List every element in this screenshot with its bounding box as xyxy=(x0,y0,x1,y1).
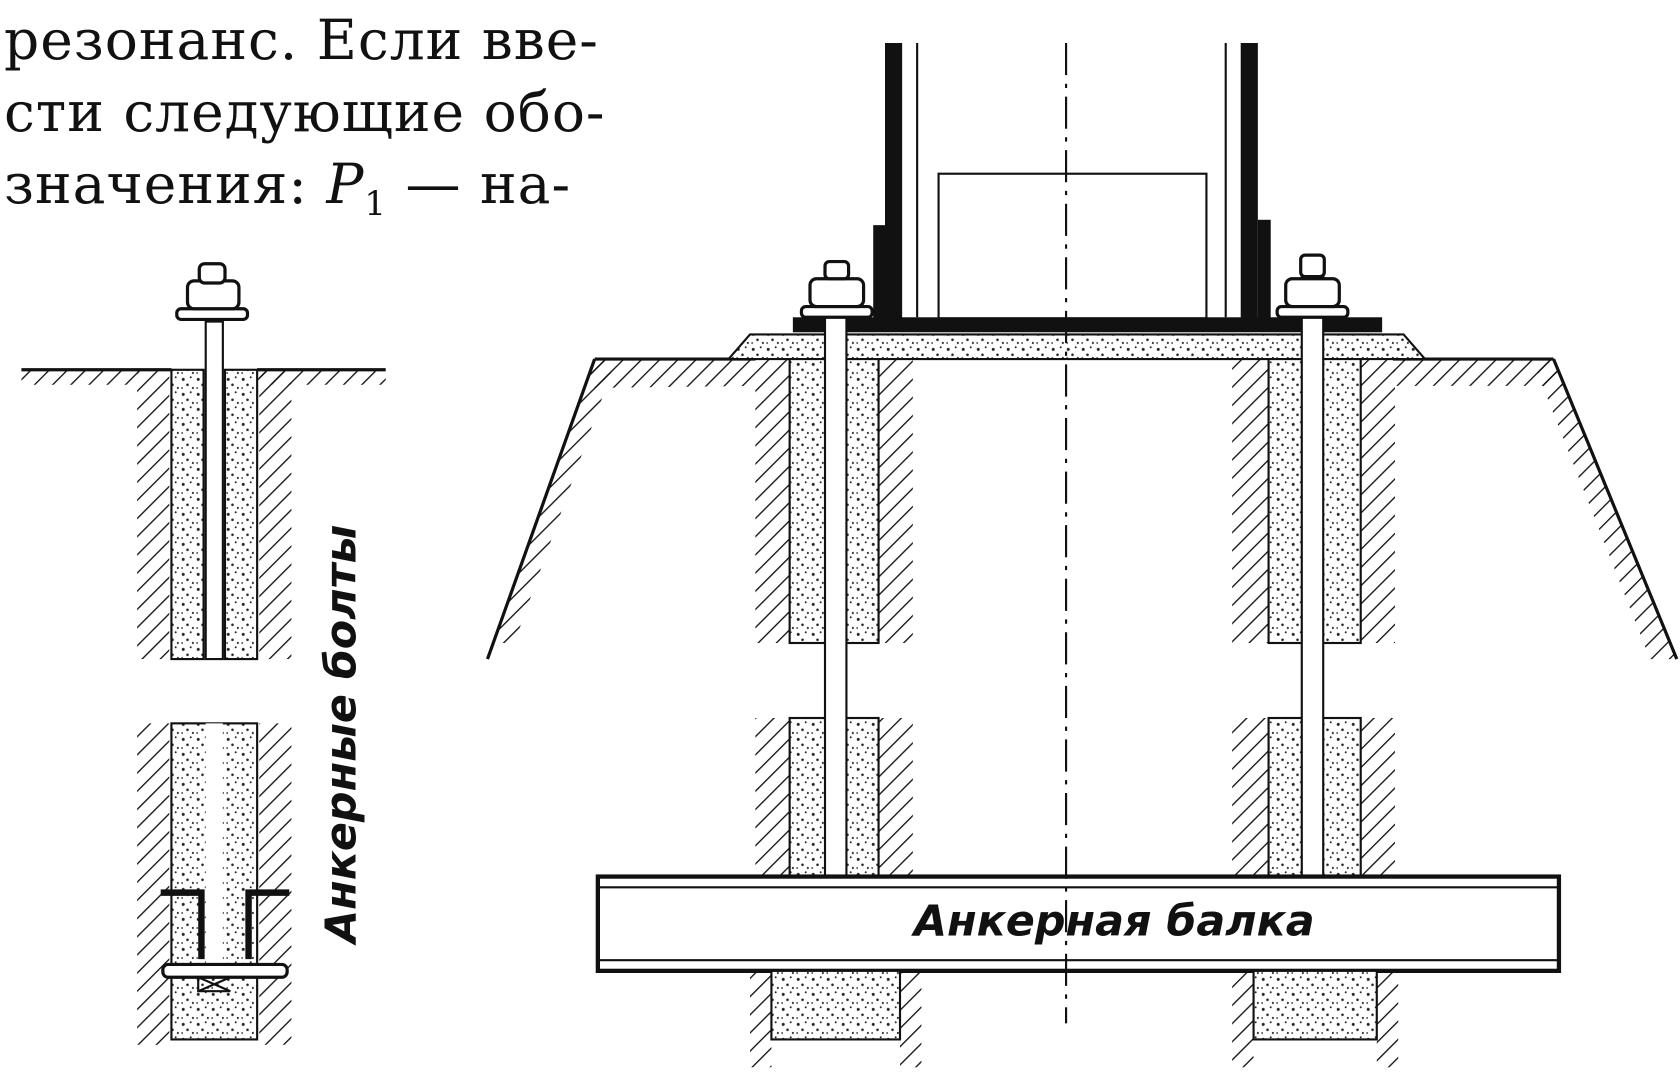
column-left xyxy=(885,43,903,320)
well-upper xyxy=(137,368,292,661)
anchor-bolt-detail: Анкерные болты xyxy=(21,262,386,1045)
well-right xyxy=(1232,272,1395,1003)
nut-left xyxy=(799,259,874,319)
base-plate xyxy=(792,317,1383,333)
nut-right xyxy=(1275,253,1350,319)
text-line: резонанс. Если вве- xyxy=(4,8,599,72)
text-fragment: значения: xyxy=(4,152,327,216)
text-line: сти следующие обо- xyxy=(4,80,606,144)
equipment-box xyxy=(937,172,1208,320)
symbol-p: P xyxy=(326,152,365,216)
body-text: резонанс. Если вве- сти следующие обо- з… xyxy=(4,4,606,240)
well-lower xyxy=(137,722,292,1045)
column-right xyxy=(1240,43,1258,320)
bolt-rod xyxy=(204,320,224,661)
text-fragment: — на- xyxy=(387,152,572,216)
anchor-bolts-label: Анкерные болты xyxy=(317,525,367,946)
nut xyxy=(175,262,250,322)
well-left xyxy=(755,272,913,1003)
anchor-beam: Анкерная балка xyxy=(595,874,1562,1068)
subscript: 1 xyxy=(364,184,388,224)
anchor-beam-label: Анкерная балка xyxy=(911,897,1315,947)
grout-bed xyxy=(726,333,1428,361)
text-line: значения: P1 — на- xyxy=(4,148,606,240)
foundation-assembly: Анкерная балка xyxy=(485,42,1679,1068)
channel-anchor xyxy=(160,889,290,993)
